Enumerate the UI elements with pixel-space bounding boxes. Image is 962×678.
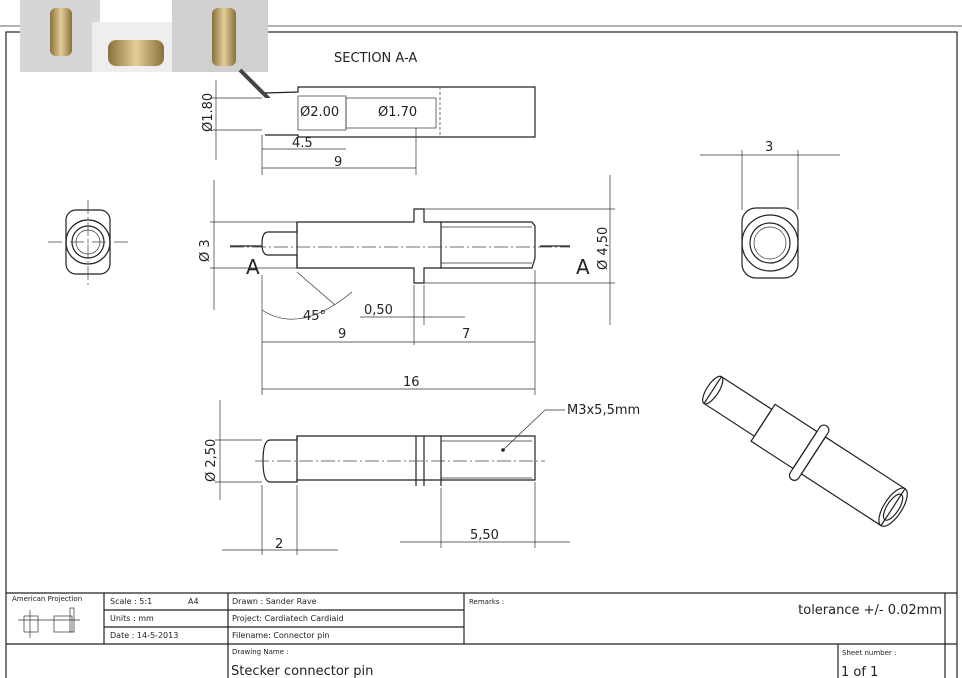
dim-section-len-1: 4.5 (292, 136, 313, 151)
section-mark-left: A (246, 255, 260, 279)
dim-flange-dia: Ø 4,50 (596, 227, 611, 270)
sheet-number: 1 of 1 (841, 665, 878, 678)
dim-right-width: 3 (765, 140, 773, 155)
paper-size-field: A4 (188, 597, 199, 606)
drawing-name: Stecker connector pin (231, 664, 373, 678)
dim-section-outer-dia: Ø1.80 (201, 93, 216, 132)
remarks-text: tolerance +/- 0.02mm (798, 603, 942, 618)
right-end-view (700, 150, 840, 279)
dim-shaft-dia: Ø 3 (198, 239, 213, 262)
dim-section-inner-dia-2: Ø1.70 (378, 105, 417, 120)
dim-tip-length: 2 (275, 537, 283, 552)
left-end-view (48, 200, 128, 285)
dim-left-length: 9 (338, 327, 346, 342)
dim-total-length: 16 (403, 375, 420, 390)
photo-strip (20, 0, 295, 128)
drawn-by-field: Drawn : Sander Rave (232, 597, 317, 606)
dim-thread-length: 5,50 (470, 528, 499, 543)
remarks-label: Remarks : (469, 598, 504, 606)
units-field: Units : mm (110, 614, 154, 623)
drawing-name-label: Drawing Name : (232, 648, 289, 656)
dim-flange-width: 0,50 (364, 303, 393, 318)
thread-note: M3x5,5mm (567, 403, 640, 418)
projection-symbol (18, 607, 80, 638)
lower-view (215, 400, 570, 555)
section-title: SECTION A-A (334, 51, 417, 66)
dim-chamfer-angle: 45° (303, 309, 326, 324)
sheet-number-label: Sheet number : (842, 649, 896, 657)
drawing-frame (5, 31, 958, 678)
section-view (210, 80, 536, 175)
dim-section-inner-dia-1: Ø2.00 (300, 105, 339, 120)
filename-field: Filename: Connector pin (232, 631, 330, 640)
isometric-view (702, 375, 908, 527)
main-view (210, 175, 615, 395)
title-block (6, 592, 957, 678)
section-mark-right: A (576, 255, 590, 279)
dim-tip-dia: Ø 2,50 (204, 439, 219, 482)
scale-field: Scale : 5:1 (110, 597, 152, 606)
dim-section-len-2: 9 (334, 155, 342, 170)
projection-label: American Projection (12, 595, 82, 603)
dim-right-length: 7 (462, 327, 470, 342)
date-field: Date : 14-5-2013 (110, 631, 178, 640)
project-field: Project: Cardiatech Cardiaid (232, 614, 344, 623)
